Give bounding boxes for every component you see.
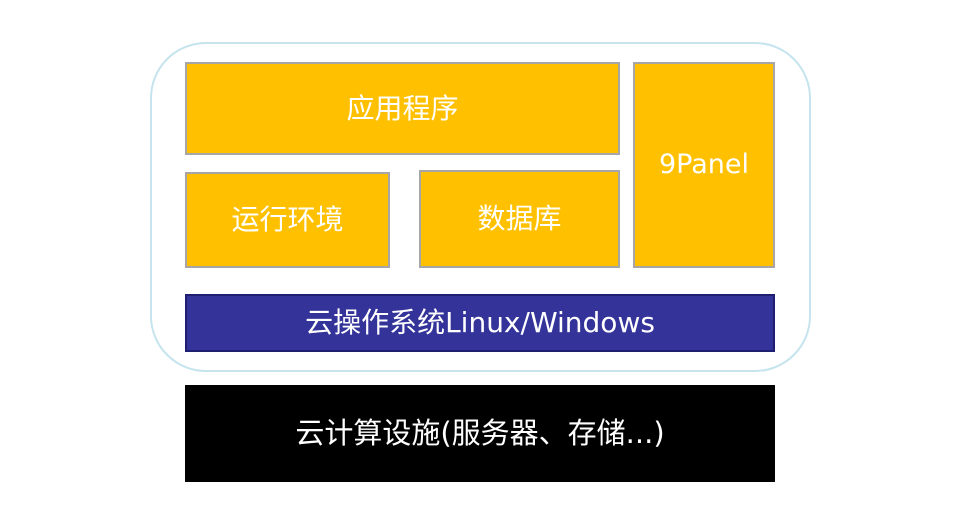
9panel-box: 9Panel: [633, 62, 775, 268]
application-box-label: 应用程序: [346, 91, 459, 125]
database-box-label: 数据库: [477, 202, 562, 236]
runtime-box-label: 运行环境: [231, 203, 344, 237]
cloud-platform-container: [150, 42, 811, 372]
application-box: 应用程序: [185, 62, 620, 155]
9panel-box-label: 9Panel: [658, 148, 750, 180]
cloud-os-bar-label: 云操作系统Linux/Windows: [305, 306, 655, 340]
runtime-box: 运行环境: [185, 172, 390, 268]
database-box: 数据库: [419, 170, 620, 268]
cloud-os-bar: 云操作系统Linux/Windows: [185, 294, 775, 352]
cloud-infrastructure-bar: 云计算设施(服务器、存储...): [185, 385, 775, 482]
cloud-infrastructure-bar-label: 云计算设施(服务器、存储...): [295, 416, 665, 451]
